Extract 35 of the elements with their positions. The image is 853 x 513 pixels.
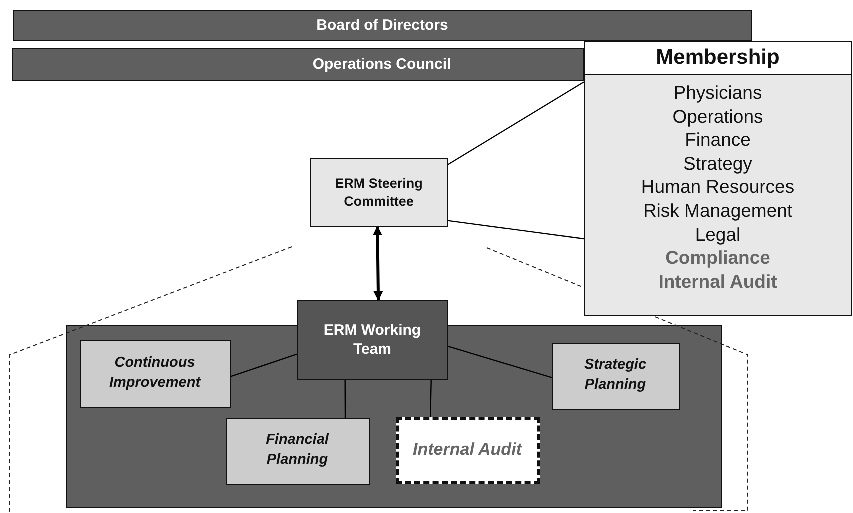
member-item: Operations <box>672 104 764 128</box>
title-bar <box>13 10 752 41</box>
box-label: Financial Planning <box>265 431 330 470</box>
team-box <box>297 300 448 380</box>
member-item: Human Resources <box>641 175 795 199</box>
function-box <box>552 342 680 410</box>
member-item: Compliance <box>666 246 770 270</box>
function-box <box>80 340 230 408</box>
member-item: Legal <box>695 222 741 246</box>
team-panel <box>66 325 722 508</box>
connector-line <box>448 82 584 166</box>
arrow <box>372 226 384 301</box>
member-item: Finance <box>685 128 751 152</box>
bar-label: Operations Council <box>312 56 452 73</box>
connector-line <box>344 380 346 418</box>
box-label: Internal Audit <box>412 438 524 461</box>
membership-heading: Membership <box>585 42 851 75</box>
box-label: Strategic Planning <box>583 356 648 395</box>
member-item: Physicians <box>674 81 762 105</box>
committee-box <box>310 158 448 227</box>
member-item: Internal Audit <box>658 270 778 294</box>
connector-line <box>448 346 552 378</box>
membership-panel <box>584 41 852 316</box>
box-label: ERM Steering Committee <box>334 174 424 210</box>
connector-line <box>430 380 432 418</box>
connector-line <box>448 220 584 240</box>
box-label: ERM Working Team <box>322 320 422 360</box>
title-bar <box>12 48 584 81</box>
bar-label: Board of Directors <box>316 17 448 34</box>
member-item: Strategy <box>684 152 752 176</box>
connector-line <box>230 354 298 378</box>
member-item: Risk Management <box>643 198 793 223</box>
dashed-function-box <box>396 416 540 484</box>
function-box <box>226 418 370 484</box>
box-label: Continuous Improvement <box>108 354 202 392</box>
